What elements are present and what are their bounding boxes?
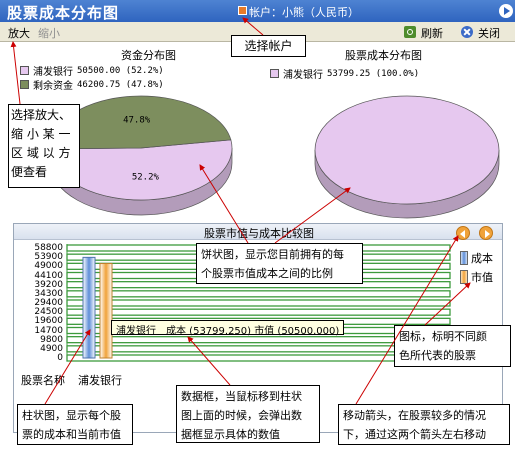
pie-percent-label-0: 52.2% — [132, 172, 160, 182]
annotation-line: 移动箭头，在股票较多的情况 — [343, 409, 486, 422]
annotation-line: 图标，标明不同颜 — [399, 330, 487, 343]
annotation-line: 选择放大、 — [11, 108, 72, 122]
bar-panel-title: 股票市值与成本比较图 — [204, 227, 314, 240]
y-tick-label: 34300 — [34, 288, 63, 299]
annotation-data-box: 数据框，当鼠标移到柱状 图上面的时候，会弹出数 据框显示具体的数值 — [176, 385, 320, 443]
annotation-line: 下，通过这两个箭头左右移动 — [343, 428, 486, 441]
annotation-line: 据框显示具体的数值 — [181, 428, 280, 441]
y-tick-label: 44100 — [34, 270, 63, 281]
legend-value: 46200.75 (47.8%) — [77, 79, 164, 90]
cost-legend-icon — [460, 251, 468, 265]
y-tick-label: 49000 — [34, 261, 63, 272]
scroll-left-arrow-icon[interactable] — [456, 226, 470, 240]
legend-value: 53799.25 (100.0%) — [327, 68, 420, 79]
annotation-legend-icon: 图标，标明不同颜 色所代表的股票 — [394, 325, 511, 367]
account-selector[interactable]: 帐户：小熊（人民币） — [249, 6, 359, 19]
refresh-button[interactable]: 刷新 — [421, 27, 443, 40]
x-category-label: 浦发银行 — [78, 374, 122, 387]
zoom-in-button[interactable]: 放大 — [8, 27, 30, 40]
pie-percent-label-1: 47.8% — [123, 116, 151, 126]
fund-legend-item-2: 剩余资金 46200.75 (47.8%) — [20, 77, 164, 92]
fund-legend-item-1: 浦发银行 50500.00 (52.2%) — [20, 63, 164, 78]
legend-market-label: 市值 — [471, 271, 493, 284]
legend-value: 50500.00 (52.2%) — [77, 65, 164, 76]
legend-swatch — [20, 80, 29, 89]
y-tick-label: 39200 — [34, 279, 63, 290]
legend-swatch — [20, 66, 29, 75]
annotation-move-arrows: 移动箭头，在股票较多的情况 下，通过这两个箭头左右移动 — [338, 404, 510, 445]
window-title-bar: 股票成本分布图 帐户：小熊（人民币） — [0, 0, 515, 22]
bar-panel-header: 股票市值与成本比较图 — [14, 224, 502, 240]
stock-pie-chart[interactable] — [314, 95, 500, 219]
legend-market: 市值 — [460, 269, 493, 285]
annotation-line: 区 域 以 方 — [11, 146, 71, 160]
legend-cost-label: 成本 — [471, 252, 493, 265]
annotation-line: 便查看 — [11, 165, 48, 179]
annotation-zoom: 选择放大、 缩 小 某 一 区 域 以 方 便查看 — [8, 104, 80, 188]
legend-name: 剩余资金 — [33, 81, 73, 92]
play-icon[interactable] — [499, 4, 513, 18]
annotation-line: 饼状图，显示您目前拥有的每 — [201, 248, 344, 261]
annotation-pie-chart: 饼状图，显示您目前拥有的每 个股票市值成本之间的比例 — [196, 243, 363, 284]
y-tick-label: 29400 — [34, 298, 63, 308]
stock-pie-title: 股票成本分布图 — [345, 49, 422, 62]
pie-charts: 52.2% 47.8% — [49, 95, 500, 219]
legend-name: 浦发银行 — [33, 67, 73, 78]
x-axis-label: 股票名称 — [21, 374, 65, 387]
annotation-line: 票的成本和当前市值 — [22, 428, 121, 441]
pie-slice-0 — [314, 95, 500, 205]
annotation-line: 柱状图，显示每个股 — [22, 409, 121, 422]
y-tick-label: 53900 — [34, 252, 63, 263]
fund-pie-title: 资金分布图 — [121, 49, 176, 62]
scroll-right-arrow-icon[interactable] — [479, 226, 493, 240]
market-legend-icon — [460, 270, 468, 284]
zoom-out-button[interactable]: 缩小 — [38, 27, 60, 40]
y-tick-label: 58800 — [34, 243, 63, 253]
legend-swatch — [270, 69, 279, 78]
annotation-select-account: 选择帐户 — [231, 35, 306, 57]
close-icon[interactable] — [461, 26, 473, 38]
annotation-line: 个股票市值成本之间的比例 — [201, 267, 333, 280]
legend-name: 浦发银行 — [283, 70, 323, 81]
fund-pie-chart[interactable]: 52.2% 47.8% — [49, 95, 233, 216]
data-tooltip: 浦发银行 成本 (53799.250) 市值 (50500.000) — [111, 320, 345, 337]
legend-cost: 成本 — [460, 250, 493, 266]
annotation-line: 色所代表的股票 — [399, 349, 476, 362]
window-title: 股票成本分布图 — [7, 4, 120, 22]
y-tick-label: 24500 — [34, 307, 63, 318]
close-button[interactable]: 关闭 — [478, 27, 500, 40]
annotation-line: 数据框，当鼠标移到柱状 — [181, 390, 302, 403]
stock-legend-item-1: 浦发银行 53799.25 (100.0%) — [270, 66, 419, 81]
account-icon[interactable] — [238, 6, 247, 15]
annotation-bar-chart: 柱状图，显示每个股 票的成本和当前市值 — [17, 404, 133, 445]
refresh-icon[interactable] — [404, 26, 416, 38]
y-tick-label: 19600 — [34, 316, 63, 327]
annotation-line: 图上面的时候，会弹出数 — [181, 409, 302, 422]
annotation-line: 缩 小 某 一 — [11, 127, 71, 141]
y-tick-label: 0 — [57, 353, 63, 363]
